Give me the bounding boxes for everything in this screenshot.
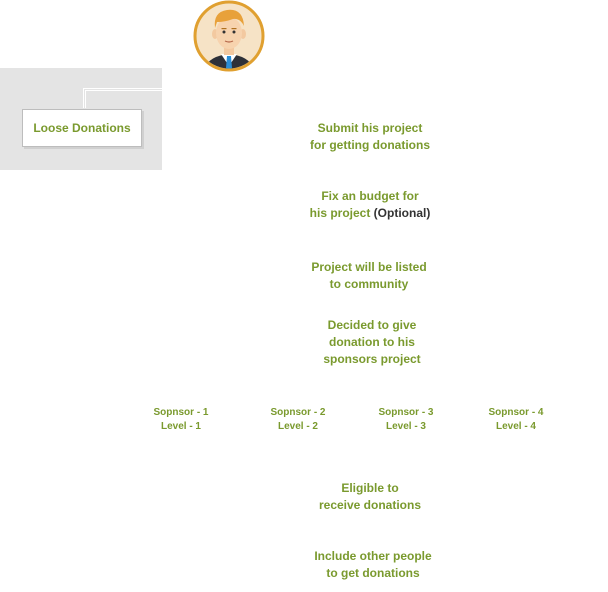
step-submit-project: Submit his project for getting donations bbox=[310, 120, 430, 154]
sponsor-name: Sopnsor - 2 bbox=[270, 407, 326, 418]
step-line: for getting donations bbox=[310, 138, 430, 152]
step-line: Decided to give bbox=[327, 318, 417, 332]
step-line: Project will be listed bbox=[311, 260, 427, 274]
step-eligible: Eligible to receive donations bbox=[319, 480, 421, 514]
loose-donations-box: Loose Donations bbox=[22, 109, 142, 147]
step-line: Fix an budget for bbox=[321, 189, 419, 203]
sponsor-1: Sopnsor - 1 Level - 1 bbox=[153, 406, 208, 434]
sponsor-name: Sopnsor - 4 bbox=[488, 407, 544, 418]
step-line: Include other people bbox=[314, 549, 432, 563]
panel-connector-line bbox=[83, 88, 162, 108]
loose-donations-label: Loose Donations bbox=[33, 121, 131, 135]
step-fix-budget: Fix an budget for his project (Optional) bbox=[310, 188, 431, 222]
step-line: receive donations bbox=[318, 498, 422, 512]
sponsor-3: Sopnsor - 3 Level - 3 bbox=[378, 406, 433, 434]
person-avatar-icon bbox=[193, 0, 265, 72]
step-include-others: Include other people to get donations bbox=[314, 548, 431, 582]
sponsor-name: Sopnsor - 1 bbox=[153, 407, 209, 418]
sponsor-level: Level - 4 bbox=[495, 421, 537, 432]
sponsor-4: Sopnsor - 4 Level - 4 bbox=[488, 406, 543, 434]
step-line: to get donations bbox=[326, 566, 420, 580]
step-project-listed: Project will be listed to community bbox=[311, 259, 426, 293]
sponsor-level: Level - 1 bbox=[160, 421, 202, 432]
step-decided-donation: Decided to give donation to his sponsors… bbox=[323, 317, 420, 368]
sponsor-level: Level - 2 bbox=[277, 421, 319, 432]
sponsor-name: Sopnsor - 3 bbox=[378, 407, 434, 418]
step-line: Submit his project bbox=[317, 121, 423, 135]
step-line: to community bbox=[329, 277, 409, 291]
optional-label: (Optional) bbox=[373, 206, 431, 220]
sponsor-2: Sopnsor - 2 Level - 2 bbox=[270, 406, 325, 434]
sponsor-level: Level - 3 bbox=[385, 421, 427, 432]
step-line: sponsors project bbox=[323, 352, 421, 366]
step-line: his project (Optional) bbox=[310, 205, 431, 222]
step-line: Eligible to bbox=[341, 481, 399, 495]
step-line: donation to his bbox=[328, 335, 415, 349]
step-line-part: his project bbox=[309, 206, 374, 220]
